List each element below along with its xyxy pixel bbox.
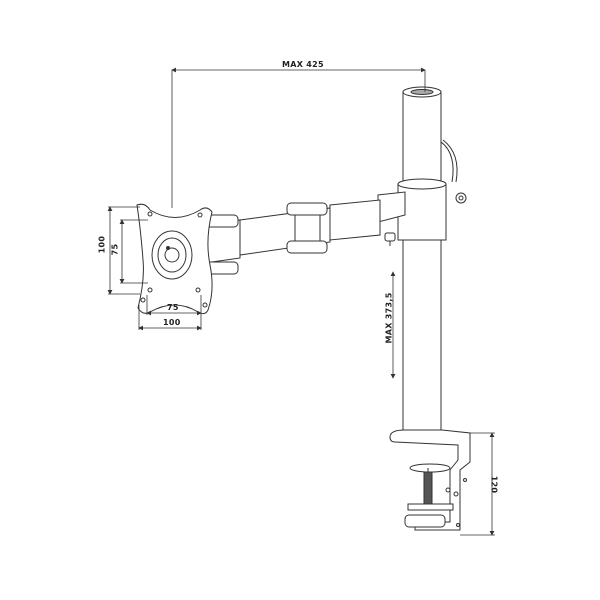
pole bbox=[402, 86, 458, 438]
clamp-height-label: 120 bbox=[489, 475, 499, 494]
vesa-outer-vertical-label: 100 bbox=[97, 235, 107, 254]
vesa-outer-horizontal-label: 100 bbox=[163, 318, 181, 327]
pole-collar bbox=[397, 178, 467, 241]
desk-clamp bbox=[389, 429, 471, 531]
vesa-plate bbox=[136, 203, 213, 315]
max-reach-label: MAX 425 bbox=[282, 60, 324, 69]
vesa-inner-vertical-label: 75 bbox=[110, 243, 120, 256]
vesa-inner-horizontal-label: 75 bbox=[167, 303, 179, 312]
arm bbox=[204, 191, 406, 275]
max-height-label: MAX 373,5 bbox=[384, 292, 394, 344]
